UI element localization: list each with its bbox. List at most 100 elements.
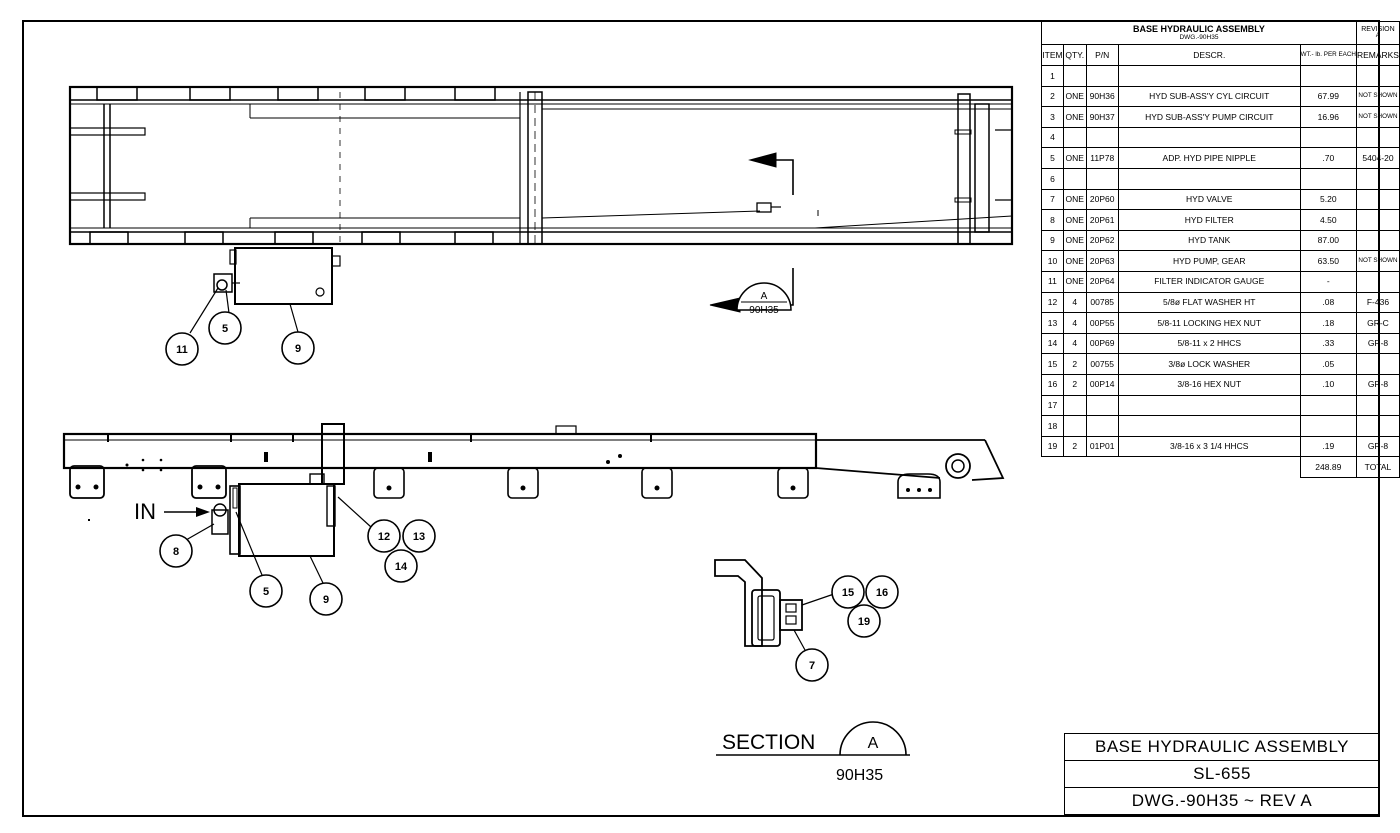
bom-cell-pn: 20P63: [1085, 250, 1119, 272]
bom-cell-wt: .33: [1299, 332, 1357, 355]
bom-cell-item: 8: [1041, 209, 1064, 231]
bom-cell-remarks: 5404-20: [1355, 147, 1400, 169]
balloon-7: 7: [809, 660, 815, 672]
balloon-15: 15: [842, 587, 854, 599]
col-remarks: REMARKS: [1355, 44, 1400, 66]
top-view-balloons: [165, 311, 315, 366]
bom-cell-descr: [1117, 415, 1301, 437]
bom-cell-pn: 00755: [1085, 353, 1119, 375]
bom-row: 4: [1041, 126, 1400, 149]
bom-title-row: BASE HYDRAULIC ASSEMBLY DWG.-90H35 REVIS…: [1041, 21, 1400, 45]
bom-cell-pn: [1085, 394, 1119, 417]
bom-cell-wt: .08: [1299, 291, 1357, 314]
bom-cell-item: 6: [1041, 167, 1064, 190]
bom-cell-descr: HYD SUB-ASS'Y CYL CIRCUIT: [1117, 85, 1301, 108]
bom-cell-pn: 90H36: [1085, 85, 1119, 108]
valve-detail: [714, 559, 835, 651]
bom-cell-wt: [1299, 394, 1357, 417]
bom-cell-descr: 3/8-16 HEX NUT: [1117, 373, 1301, 396]
side-view-details: [75, 434, 932, 521]
top-view-frame: [68, 85, 1014, 246]
bom-cell-descr: HYD VALVE: [1117, 188, 1301, 211]
bom-cell-remarks: [1355, 65, 1400, 87]
bom-cell-qty: ONE: [1062, 229, 1087, 252]
balloon-12: 12: [378, 531, 390, 543]
hyd-tank-top: [213, 247, 341, 305]
bom-cell-descr: 3/8-16 x 3 1/4 HHCS: [1117, 435, 1301, 458]
bom-cell-remarks: [1355, 394, 1400, 417]
bom-row: 17: [1041, 394, 1400, 417]
bom-cell-remarks: [1355, 353, 1400, 375]
bom-cell-wt: .18: [1299, 312, 1357, 334]
balloon-9-side: 9: [323, 594, 329, 606]
bom-cell-qty: ONE: [1062, 188, 1087, 211]
title-block: BASE HYDRAULIC ASSEMBLY SL-655 DWG.-90H3…: [1064, 733, 1380, 815]
balloon-11: 11: [176, 344, 188, 356]
col-wt: WT.- lb. PER EACH: [1299, 44, 1357, 66]
side-view-frame: [62, 423, 1005, 499]
bom-total-label: TOTAL: [1355, 456, 1400, 478]
bom-cell-descr: [1117, 126, 1301, 149]
bom-cell-item: 10: [1041, 250, 1064, 272]
bom-drawing-ref: DWG.-90H35: [1179, 33, 1219, 41]
bom-cell-descr: HYD FILTER: [1117, 209, 1301, 231]
bom-cell-descr: 5/8ø FLAT WASHER HT: [1117, 291, 1301, 314]
bom-cell-pn: 20P62: [1085, 229, 1119, 252]
bom-cell-wt: .10: [1299, 373, 1357, 396]
bom-cell-qty: ONE: [1062, 147, 1087, 169]
bom-cell-qty: 2: [1062, 435, 1087, 458]
bom-cell-item: 17: [1041, 394, 1064, 417]
bom-cell-wt: [1299, 167, 1357, 190]
remarks-not-shown: NOT SHOWN: [1358, 256, 1398, 264]
section-word: SECTION: [722, 731, 815, 754]
bom-cell-remarks: [1355, 209, 1400, 231]
hyd-tank-side: [211, 473, 336, 557]
remarks-not-shown: NOT SHOWN: [1358, 112, 1398, 120]
bom-cell-descr: 5/8-11 x 2 HHCS: [1117, 332, 1301, 355]
bom-cell-qty: ONE: [1062, 250, 1087, 272]
col-qty: QTY.: [1062, 44, 1087, 66]
bom-cell-remarks: GR-8: [1355, 332, 1400, 355]
balloon-14: 14: [395, 561, 408, 573]
bom-cell-wt: .05: [1299, 353, 1357, 375]
bom-cell-qty: [1062, 65, 1087, 87]
side-view-balloons: [159, 519, 436, 616]
bom-cell-remarks: [1355, 126, 1400, 149]
bom-cell-descr: HYD PUMP, GEAR: [1117, 250, 1301, 272]
col-pn: P/N: [1085, 44, 1119, 66]
bom-cell-item: 15: [1041, 353, 1064, 375]
balloon-5-top: 5: [222, 323, 228, 335]
section-marker-letter: A: [761, 291, 768, 302]
remarks-not-shown: NOT SHOWN: [1358, 92, 1398, 100]
bom-cell-remarks: NOT SHOWN: [1355, 250, 1400, 272]
section-letter: A: [868, 735, 879, 752]
balloon-16: 16: [876, 587, 888, 599]
bom-cell-qty: [1062, 415, 1087, 437]
bom-cell-pn: 20P61: [1085, 209, 1119, 231]
balloon-5-side: 5: [263, 586, 269, 598]
bom-cell-descr: 5/8-11 LOCKING HEX NUT: [1117, 312, 1301, 334]
section-a-label: SECTION A 90H35: [716, 721, 910, 784]
bom-cell-pn: 00785: [1085, 291, 1119, 314]
bom-cell-remarks: [1355, 229, 1400, 252]
bom-cell-pn: 00P55: [1085, 312, 1119, 334]
bom-cell-pn: 20P60: [1085, 188, 1119, 211]
bom-cell-pn: [1085, 126, 1119, 149]
section-ref: 90H35: [836, 767, 883, 784]
bom-cell-remarks: NOT SHOWN: [1355, 106, 1400, 128]
in-label: IN: [134, 499, 156, 524]
col-wt-label: WT.- lb. PER EACH: [1300, 50, 1356, 58]
in-arrow: [164, 507, 210, 517]
bom-cell-remarks: [1355, 167, 1400, 190]
bom-cell-item: 9: [1041, 229, 1064, 252]
bom-total-spacer: [1042, 457, 1301, 478]
revision-value: A: [1375, 32, 1381, 40]
